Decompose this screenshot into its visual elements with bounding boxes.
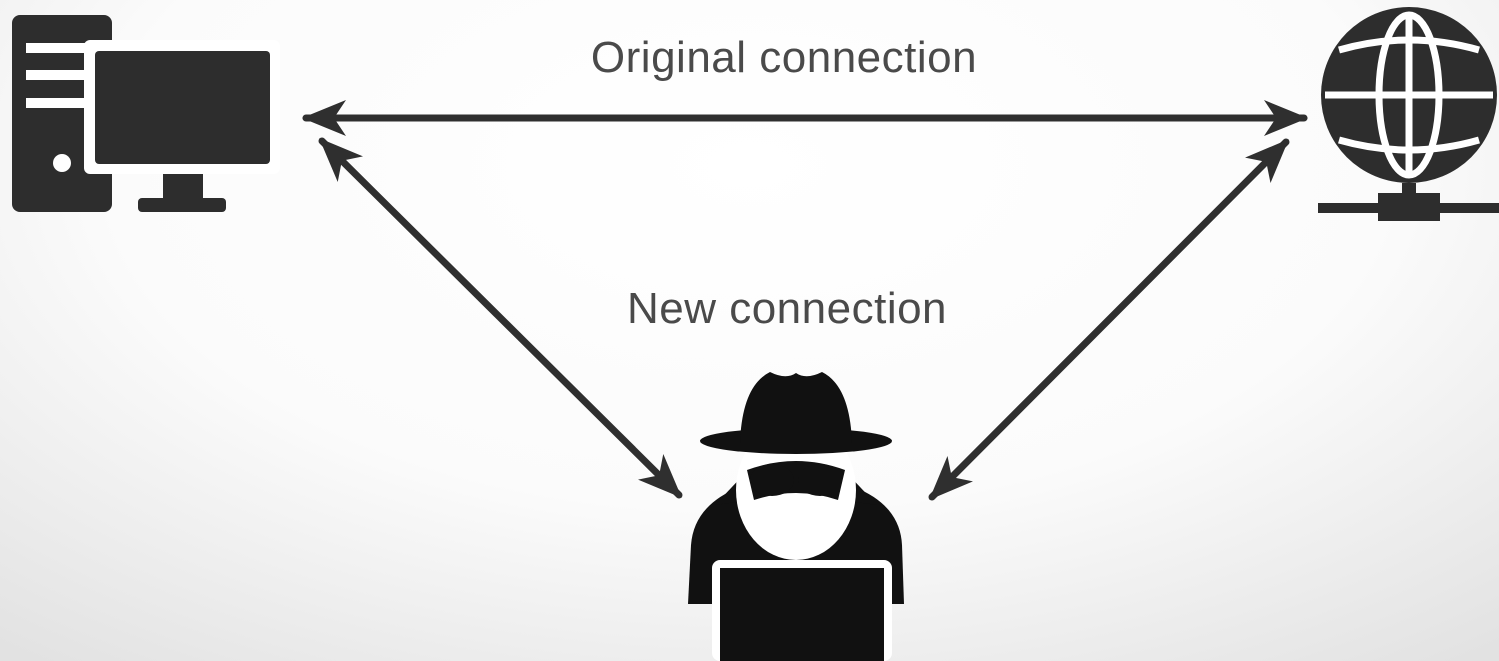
desktop-computer-icon (12, 15, 280, 212)
new-connection-label: New connection (626, 284, 948, 333)
globe-network-icon (1318, 7, 1499, 221)
connection-arrows (302, 100, 1308, 501)
new-connection-arrow-left (318, 137, 683, 499)
original-connection-label: Original connection (590, 33, 978, 82)
hacker-spy-laptop-icon (688, 372, 904, 661)
new-connection-arrow-right (928, 138, 1290, 501)
